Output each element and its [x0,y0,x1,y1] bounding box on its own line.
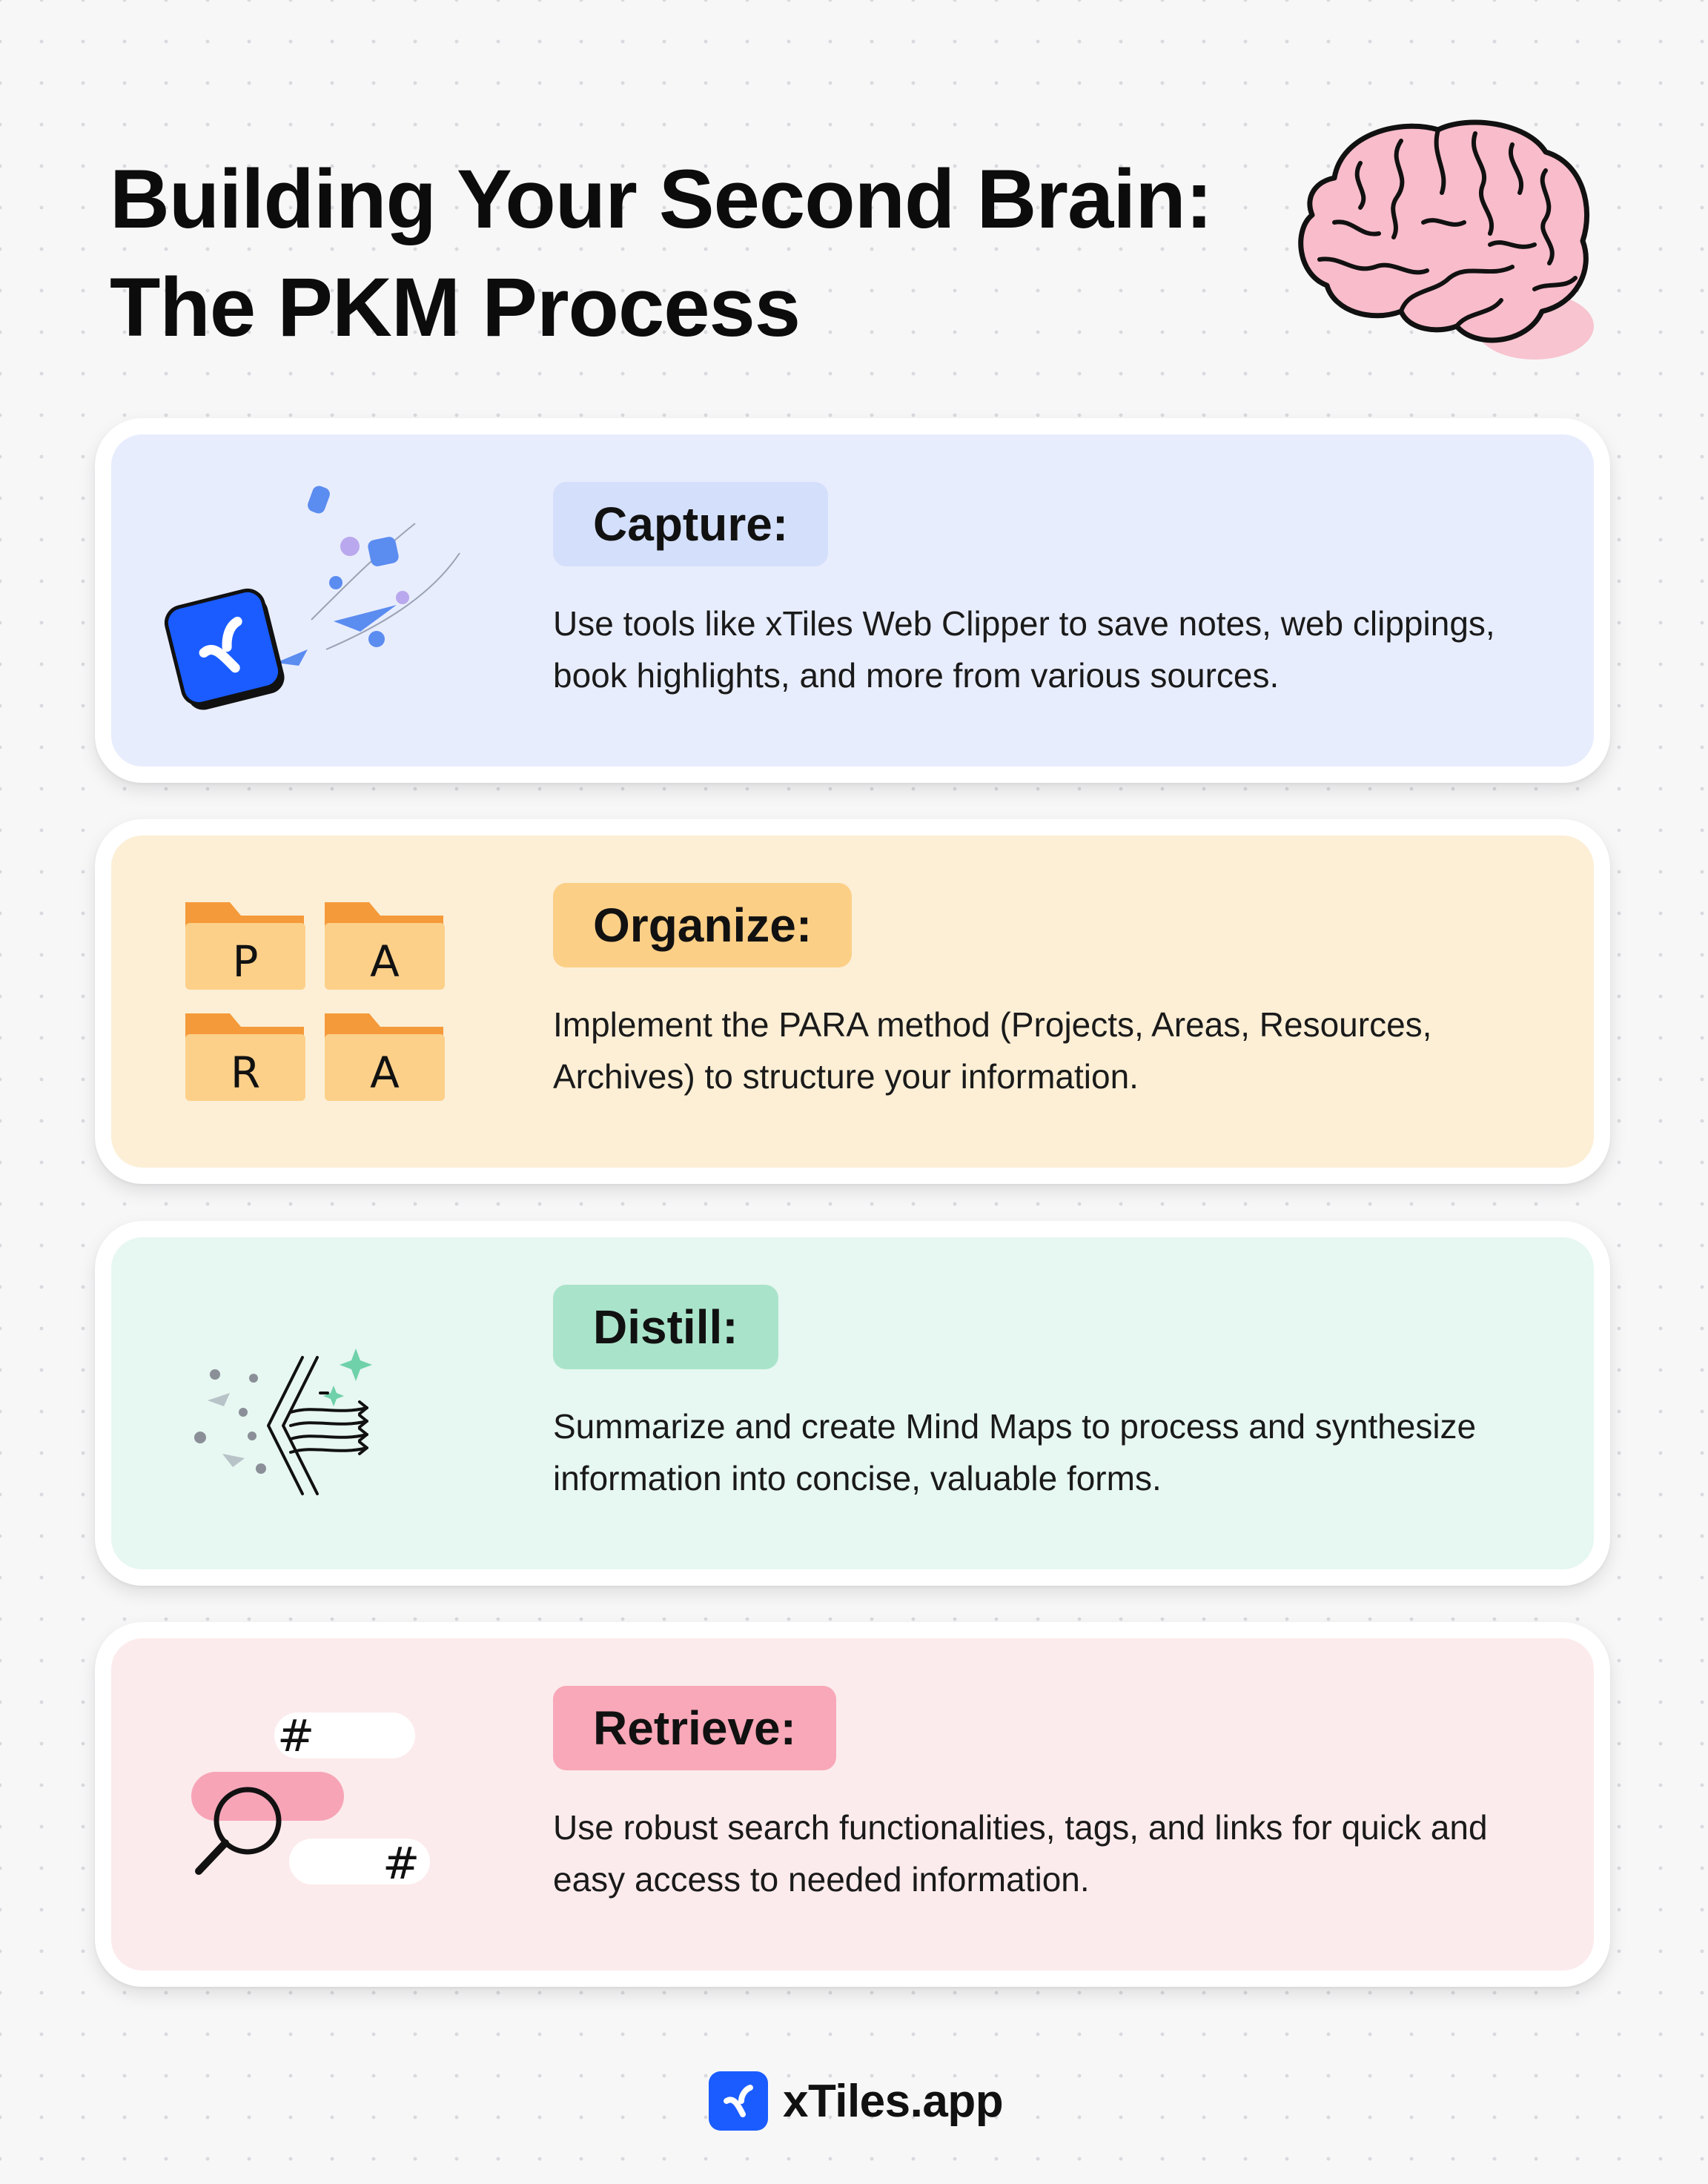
folder-letter: P [233,936,259,987]
folder-letter: R [231,1048,260,1098]
folder-letter: A [370,936,400,987]
brain-icon [1298,119,1594,360]
step-label: Capture: [553,482,829,566]
search-tags-icon: # # [191,1710,430,1890]
web-clipper-icon [164,486,460,710]
retrieve-card: # # Retrieve: Use robust search function… [95,1622,1610,1987]
xtiles-logo-icon [709,2071,768,2131]
step-description: Use tools like xTiles Web Clipper to sav… [553,604,1495,695]
page-title: Building Your Second Brain: The PKM Proc… [110,145,1213,362]
brand-name: xTiles.app [783,2075,1004,2127]
folder-letter: A [370,1048,400,1098]
footer-brand[interactable]: xTiles.app [709,2070,1004,2132]
step-label: Retrieve: [553,1686,836,1770]
step-description: Implement the PARA method (Projects, Are… [553,1005,1432,1096]
title-line-1: Building Your Second Brain: [110,153,1213,245]
step-description: Summarize and create Mind Maps to proces… [553,1407,1477,1498]
step-label: Organize: [553,883,853,967]
distill-card: Distill: Summarize and create Mind Maps … [95,1221,1610,1586]
step-label: Distill: [553,1285,778,1369]
magnifier-icon [195,1787,282,1875]
title-line-2: The PKM Process [110,261,801,354]
tag-hash: # [383,1838,420,1890]
step-description: Use robust search functionalities, tags,… [553,1808,1488,1899]
organize-card: P A R A Organize: Implement the PARA met… [95,819,1610,1184]
para-folders-icon: P A R A [185,902,445,1101]
tag-hash: # [277,1710,314,1762]
distill-funnel-icon [194,1349,372,1495]
capture-card: Capture: Use tools like xTiles Web Clipp… [95,418,1610,783]
